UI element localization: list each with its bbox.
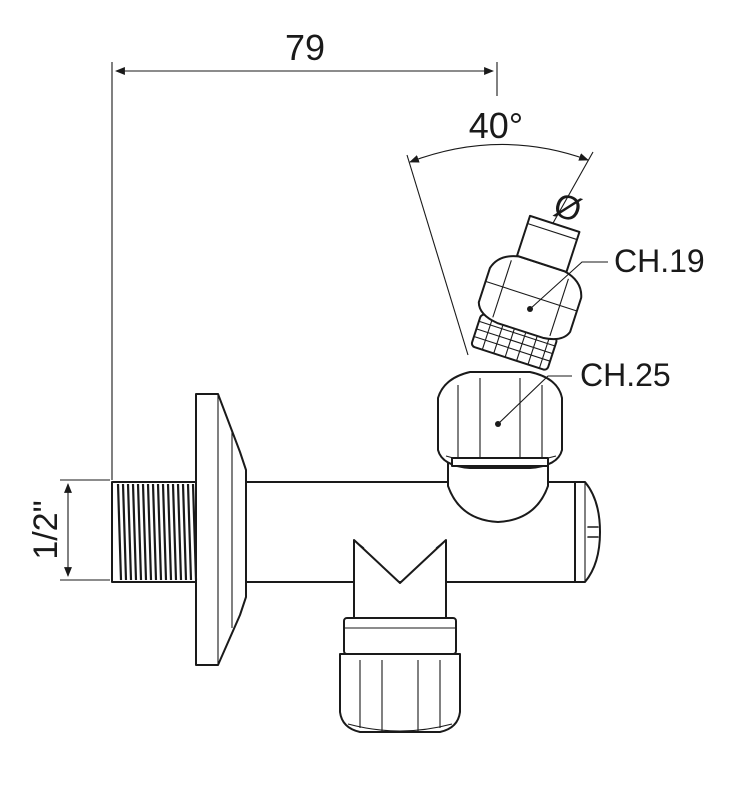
angle-arc [409, 143, 589, 163]
nut-small [477, 255, 583, 341]
callout-dot-ch25 [495, 421, 501, 427]
thread-line [126, 483, 133, 581]
thread-line [181, 483, 188, 581]
thread-line [191, 483, 198, 581]
diameter-callout: Ø [549, 186, 586, 230]
dimension-length-label: 79 [285, 27, 325, 68]
thread-line [141, 483, 148, 581]
dimension-length: 79 [111, 27, 498, 480]
tilted-connector [470, 214, 583, 371]
thread-line [161, 483, 168, 581]
thread-line [131, 483, 138, 581]
callout-ch19: CH.19 [527, 243, 705, 312]
thread-line [136, 483, 143, 581]
callout-ch25: CH.25 [495, 357, 671, 427]
threaded-inlet [111, 481, 198, 583]
dimension-angle: 40° [406, 105, 594, 356]
dimension-angle-label: 40° [469, 105, 523, 146]
dimension-thread: 1/2" [27, 479, 110, 581]
thread-line [121, 483, 128, 581]
wall-flange [195, 393, 247, 666]
thread-line [156, 483, 163, 581]
diameter-symbol: Ø [549, 186, 586, 230]
ball-joint [447, 461, 549, 523]
callout-dot-ch19 [527, 306, 533, 312]
nut-large [437, 371, 563, 469]
thread-line [116, 483, 123, 581]
bottom-outlet [339, 539, 461, 733]
thread-line [151, 483, 158, 581]
callout-label-ch19: CH.19 [614, 243, 705, 279]
thread-line [186, 483, 193, 581]
thread-line [171, 483, 178, 581]
thread-line [176, 483, 183, 581]
thread-line [166, 483, 173, 581]
pipe-outlet [516, 214, 581, 273]
dimension-thread-label: 1/2" [27, 500, 65, 559]
angle-leg-vertical [406, 154, 469, 356]
angle-leg-inclined [547, 151, 594, 233]
callout-label-ch25: CH.25 [580, 357, 671, 393]
thread-line [146, 483, 153, 581]
